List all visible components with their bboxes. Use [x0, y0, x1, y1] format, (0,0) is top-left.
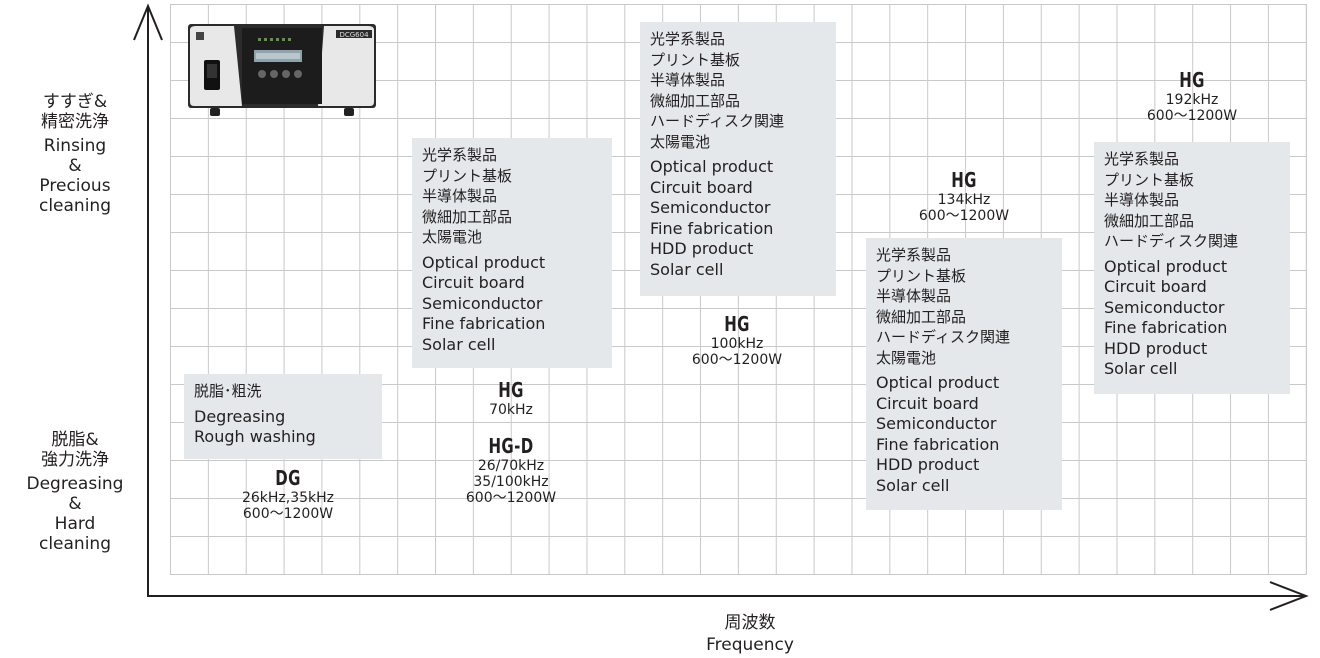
product-spec: 192kHz: [1165, 92, 1219, 108]
product-name: DG: [275, 466, 301, 490]
box-jp-line: 光学系製品: [1104, 150, 1180, 168]
application-box-hg192: 光学系製品 プリント基板 半導体製品 微細加工部品 ハードディスク関連 Opti…: [1094, 142, 1290, 394]
box-en-line: Semiconductor: [876, 414, 997, 433]
box-jp-line: 微細加工部品: [876, 307, 967, 326]
box-en-line: Circuit board: [422, 273, 525, 292]
y-axis-label-top: すすぎ& 精密洗浄 Rinsing & Precious cleaning: [10, 92, 140, 216]
product-name: HG-D: [488, 434, 534, 458]
box-jp-line: 太陽電池: [650, 132, 711, 151]
box-jp-line: プリント基板: [422, 166, 513, 185]
product-spec: 600～1200W: [465, 490, 557, 506]
x-label-line: 周波数: [724, 613, 776, 633]
application-box-hg100: 光学系製品 プリント基板 半導体製品 微細加工部品 ハードディスク関連 太陽電池…: [640, 22, 836, 296]
y-top-line: 精密洗浄: [41, 112, 109, 132]
product-spec: 600～1200W: [242, 506, 334, 522]
product-spec: 35/100kHz: [473, 474, 549, 490]
box-jp-line: 太陽電池: [876, 348, 937, 367]
box-en-line: Fine fabrication: [422, 314, 546, 333]
device-badge: DCG604: [339, 31, 369, 39]
product-label-hg100: HG 100kHz 600～1200W: [662, 312, 812, 368]
product-name: HG: [951, 168, 977, 192]
product-name: HG: [1179, 68, 1205, 92]
box-jp-line: プリント基板: [650, 50, 741, 69]
box-en-line: HDD product: [876, 455, 980, 474]
box-jp-line: ハードディスク関連: [650, 112, 784, 130]
box-jp-line: 半導体製品: [1104, 191, 1180, 209]
box-en-line: Semiconductor: [650, 198, 771, 217]
box-jp-line: 光学系製品: [876, 246, 952, 264]
y-bottom-line: Hard: [54, 514, 96, 534]
box-en-line: Fine fabrication: [650, 218, 774, 238]
box-en-line: Optical product: [650, 157, 774, 176]
box-en-line: Solar cell: [876, 475, 950, 495]
y-top-line: Rinsing: [43, 136, 107, 156]
box-en-line: Rough washing: [194, 427, 316, 446]
y-top-line: &: [68, 156, 82, 176]
product-name: HG: [724, 312, 750, 336]
box-jp-line: 光学系製品: [422, 146, 498, 164]
box-en-line: HDD product: [1104, 338, 1208, 358]
box-en-line: Fine fabrication: [1104, 318, 1228, 337]
product-label-hg192: HG 192kHz 600～1200W: [1117, 68, 1267, 124]
box-jp-line: 微細加工部品: [422, 207, 513, 226]
product-spec: 600～1200W: [1146, 108, 1238, 124]
y-axis-arrow: [133, 3, 163, 41]
application-box-degreasing: 脱脂･粗洗 Degreasing Rough washing: [184, 374, 382, 459]
x-label-line: Frequency: [706, 635, 794, 655]
application-box-hg134: 光学系製品 プリント基板 半導体製品 微細加工部品 ハードディスク関連 太陽電池…: [866, 238, 1062, 510]
y-bottom-line: &: [68, 494, 82, 514]
box-jp-line: プリント基板: [876, 266, 967, 285]
y-top-line: cleaning: [38, 196, 111, 216]
x-axis-arrow: [1269, 581, 1309, 611]
box-en-line: Solar cell: [650, 259, 724, 279]
box-en-line: Optical product: [1104, 256, 1228, 276]
y-top-line: すすぎ&: [42, 92, 108, 112]
y-bottom-line: cleaning: [38, 534, 111, 554]
y-top-line: Precious: [39, 176, 111, 196]
y-bottom-line: 強力洗浄: [41, 450, 109, 470]
box-jp-line: 光学系製品: [650, 30, 726, 48]
product-spec: 100kHz: [710, 336, 764, 352]
ultrasonic-generator-image: DCG604: [188, 24, 376, 116]
box-en-line: Optical product: [876, 373, 1000, 392]
box-en-line: HDD product: [650, 239, 754, 258]
box-en-line: Fine fabrication: [876, 434, 1000, 454]
box-en-line: Circuit board: [1104, 277, 1207, 296]
box-jp-line: 微細加工部品: [1104, 211, 1195, 230]
box-jp-line: 半導体製品: [876, 287, 952, 305]
box-jp-line: 微細加工部品: [650, 91, 741, 110]
product-spec: 26/70kHz: [477, 458, 545, 474]
box-jp-line: 脱脂･粗洗: [194, 382, 262, 400]
box-en-line: Solar cell: [1104, 359, 1178, 378]
product-label-dg: DG 26kHz,35kHz 600～1200W: [213, 466, 363, 522]
y-bottom-line: 脱脂&: [51, 430, 99, 450]
box-en-line: Degreasing: [194, 406, 286, 426]
product-name: HG: [498, 378, 524, 402]
product-spec: 600～1200W: [918, 208, 1010, 224]
box-jp-line: プリント基板: [1104, 170, 1195, 189]
product-label-hgd: HG-D 26/70kHz 35/100kHz 600～1200W: [436, 434, 586, 506]
box-en-line: Solar cell: [422, 334, 496, 354]
y-bottom-line: Degreasing: [26, 474, 124, 494]
box-en-line: Semiconductor: [1104, 297, 1225, 317]
box-jp-line: ハードディスク関連: [1104, 232, 1238, 250]
box-jp-line: 太陽電池: [422, 228, 483, 246]
product-label-hg70: HG 70kHz: [436, 378, 586, 418]
box-en-line: Optical product: [422, 252, 546, 272]
box-jp-line: 半導体製品: [650, 71, 726, 89]
box-en-line: Semiconductor: [422, 293, 543, 313]
product-spec: 70kHz: [489, 402, 533, 418]
product-label-hg134: HG 134kHz 600～1200W: [889, 168, 1039, 224]
x-axis-label: 周波数 Frequency: [600, 612, 900, 656]
box-en-line: Circuit board: [876, 393, 979, 413]
box-jp-line: ハードディスク関連: [876, 328, 1010, 346]
product-spec: 26kHz,35kHz: [241, 490, 335, 506]
box-en-line: Circuit board: [650, 177, 753, 197]
product-spec: 134kHz: [937, 192, 991, 208]
y-axis-label-bottom: 脱脂& 強力洗浄 Degreasing & Hard cleaning: [10, 430, 140, 554]
application-box-hg70: 光学系製品 プリント基板 半導体製品 微細加工部品 太陽電池 Optical p…: [412, 138, 612, 368]
box-jp-line: 半導体製品: [422, 187, 498, 205]
product-spec: 600～1200W: [691, 352, 783, 368]
